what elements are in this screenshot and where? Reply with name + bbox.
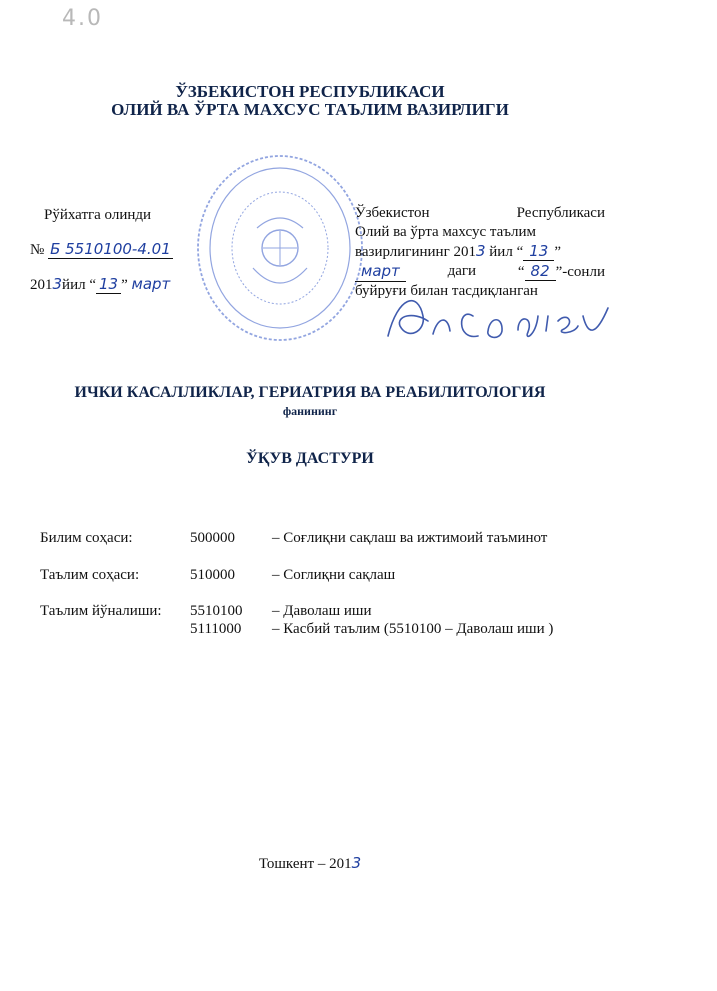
registration-label: Рўйхатга олинди [44,207,152,223]
approval-line3: вазирлигининг 2013 йил “13” [355,242,605,262]
official-stamp [197,155,363,341]
approval-order-number: 82 [524,262,556,281]
footer-city-year: Тошкент – 2013 [0,854,620,873]
approval-line4-mid: даги [447,263,477,279]
approval-day: 13 [523,242,555,261]
subject-title: ИЧКИ КАСАЛЛИКЛАР, ГЕРИАТРИЯ ВА РЕАБИЛИТО… [74,384,546,401]
approval-month: март [355,262,406,282]
approval-line3-close: ” [554,244,561,260]
approval-line1-left: Ўзбекистон [355,205,430,221]
info-label: Билим соҳаси: [40,530,133,546]
approval-line4-suffix: ”-сонли [555,264,605,280]
info-value: – Даволаш иши [272,603,372,619]
registration-date: 2013йил “13” март [30,275,170,294]
footer-city: Тошкент – 201 [258,856,352,872]
subject-subtitle: фанининг [282,404,338,418]
info-code: 5510100 [190,603,243,619]
info-label: Таълим соҳаси: [40,567,140,583]
registration-number: № Б 5510100-4.01 [30,240,173,259]
info-row-education-area: Таълим соҳаси: 510000 – Соглиқни сақлаш [40,567,395,584]
approval-line2: Олий ва ўрта махсус таълим [355,224,537,240]
approval-line4: март даги “82”-сонли [355,262,605,282]
number-prefix: № [30,242,45,258]
approval-line4-open: “ [517,264,525,280]
info-value: – Соглиқни сақлаш [272,567,396,583]
ministry-header-line2: ОЛИЙ ВА ЎРТА МАХСУС ТАЪЛИМ ВАЗИРЛИГИ [111,100,509,119]
info-code: 510000 [190,567,235,583]
info-value: – Соғлиқни сақлаш ва ижтимоий таъминот [272,530,548,546]
reg-date-year-digit: 3 [52,275,63,293]
info-row-knowledge-area: Билим соҳаси: 500000 – Соғлиқни сақлаш ва … [40,530,547,547]
reg-date-close: ” [121,277,128,293]
info-code: 500000 [190,530,235,546]
approval-line1-right: Республикаси [516,205,605,221]
reg-date-month: март [131,275,171,293]
handwritten-signature [387,299,609,339]
reg-date-day: 13 [96,275,122,294]
info-row-education-direction: Таълим йўналиши: 5510100 – Даволаш иши [40,603,371,620]
info-code: 5111000 [190,621,242,637]
approval-line3-mid: йил “ [485,244,524,260]
info-value: – Касбий таълим (5510100 – Даволаш иши ) [272,621,554,637]
approval-line3-prefix: вазирлигининг 201 [355,244,476,260]
info-row-education-direction-2: 5111000 – Касбий таълим (5510100 – Давола… [40,621,553,638]
document-title: ЎҚУВ ДАСТУРИ [246,450,374,467]
approval-block: Ўзбекистон Республикаси Олий ва ўрта мах… [355,204,605,301]
reg-date-mid: йил “ [62,277,96,293]
footer-year-digit: 3 [351,854,362,872]
approval-line5: буйруғи билан тасдиқланган [355,283,538,299]
ministry-header-line1: ЎЗБЕКИСТОН РЕСПУБЛИКАСИ [175,82,445,101]
registration-number-handwritten: Б 5510100-4.01 [48,240,173,259]
approval-line1: Ўзбекистон Республикаси [355,204,605,223]
approval-year-digit: 3 [475,242,486,260]
margin-pencil-note: 4.0 [62,6,103,31]
info-label: Таълим йўналиши: [40,603,162,619]
reg-date-prefix: 201 [30,277,53,293]
